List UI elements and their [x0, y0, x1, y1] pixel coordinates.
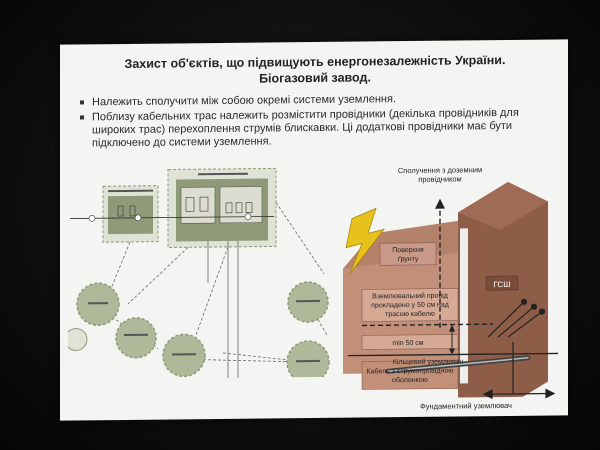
- label-cable-line-2: оболонкою: [392, 376, 428, 384]
- bullet-list: Належить сполучити між собою окремі сист…: [78, 91, 553, 152]
- label-intercept-line-1: Вземлювальний провід: [372, 292, 448, 301]
- grounding-node: [115, 317, 157, 359]
- equipment-panel-2: [219, 186, 263, 224]
- bullet-marker-icon: [80, 100, 84, 105]
- bullet-marker-icon: [80, 115, 84, 120]
- grounding-node-small: [68, 327, 88, 351]
- label-ring-earth: Кільцевий уземлювач: [393, 357, 464, 366]
- plant-grounding-schematic: [68, 167, 330, 380]
- label-ground-surface-line-1: Поверхня: [392, 247, 424, 254]
- label-foundation-earth: Фундаментний уземлювач: [420, 401, 512, 411]
- label-intercept-line-2: прокладено у 50 см над: [371, 302, 449, 310]
- label-cable-line-1: Кабель з струмопровідною: [367, 367, 454, 376]
- slide-title: Захист об'єктів, що підвищують енергонез…: [80, 52, 550, 89]
- bullet-text: Поблизу кабельних трас належить розмісти…: [92, 106, 519, 150]
- label-ground-surface-line-2: ґрунту: [398, 255, 419, 263]
- label-distance: min 50 см: [392, 340, 423, 347]
- label-intercept-line-3: трасою кабелю: [385, 310, 435, 319]
- label-connection-line-1: Сполучення з доземним: [398, 165, 482, 175]
- cable-trench-diagram: Сполучення з доземним провідником Поверх…: [343, 165, 558, 411]
- label-connection-line-2: провідником: [418, 174, 461, 183]
- bullet-text: Належить сполучити між собою окремі сист…: [92, 93, 397, 109]
- label-gsh: ГСШ: [493, 280, 510, 289]
- equipment-panel-1: [180, 186, 216, 224]
- presentation-slide: Захист об'єктів, що підвищують енергонез…: [60, 39, 568, 421]
- bullet-item: Поблизу кабельних трас належить розмісти…: [78, 106, 553, 150]
- left-control-box-inner: [108, 195, 153, 235]
- lightning-bolt-icon: [345, 207, 386, 274]
